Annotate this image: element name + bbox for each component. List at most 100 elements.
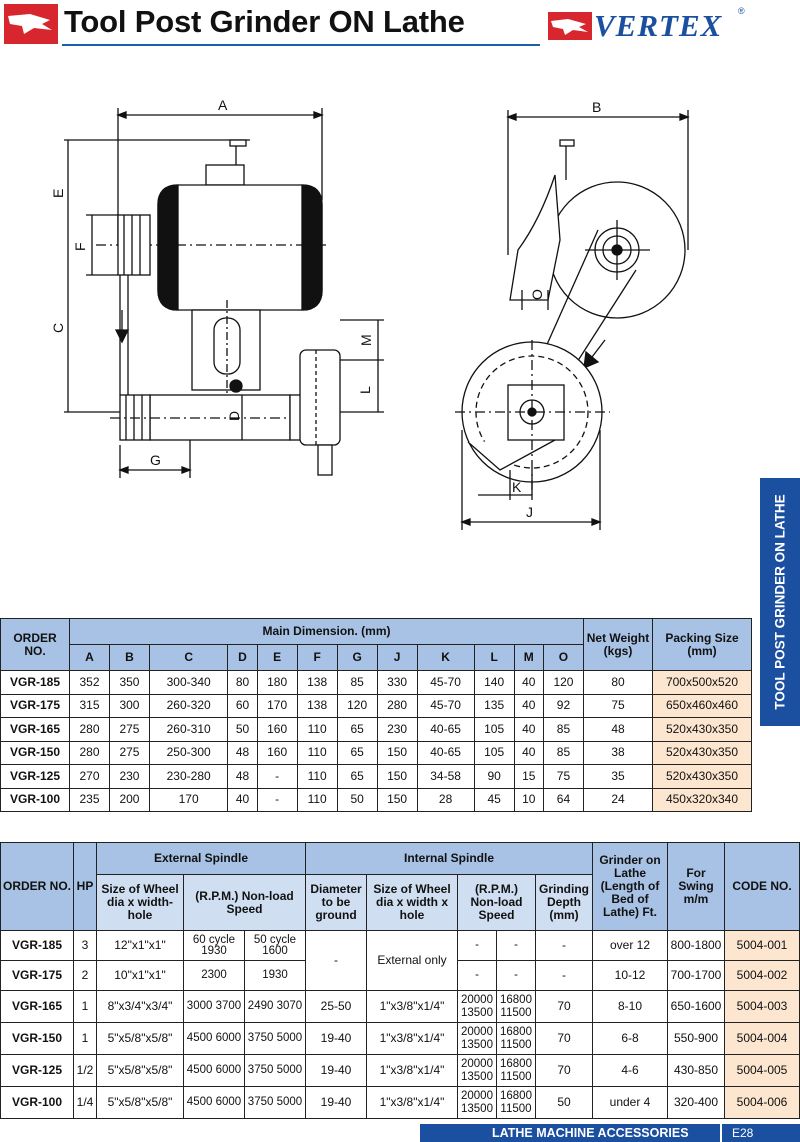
for-swing-cell: 550-900 [667,1022,725,1055]
int-rpm-1-cell: - [457,930,497,961]
ext-wheel-cell: 12"x1"x1" [96,930,184,961]
table-cell: 75 [542,764,585,789]
ext-rpm-60-cell: 4500 6000 [183,1054,245,1087]
svg-text:K: K [512,479,522,495]
hp-cell: 1 [73,1022,97,1055]
int-rpm-1-cell: 20000 13500 [457,990,497,1023]
col-g: G [336,644,378,671]
table-cell: 40 [513,717,544,742]
order-no-cell: VGR-100 [0,787,70,812]
packing-size-cell: 650x460x460 [652,693,752,718]
side-tab-label: TOOL POST GRINDER ON LATHE [772,494,788,710]
hp-cell: 1/4 [73,1086,97,1119]
int-rpm-1-cell: 20000 13500 [457,1086,497,1119]
table-cell: 330 [376,670,418,695]
hp-cell: 1/2 [73,1054,97,1087]
int-wheel-cell: 1"x3/8"x1/4" [366,990,458,1023]
order-no-cell: VGR-165 [0,990,74,1023]
table-cell: 280 [376,693,418,718]
table-cell: 40-65 [416,717,475,742]
int-rpm-1-cell: 20000 13500 [457,1022,497,1055]
header-int-diameter: Diameter to be ground [305,874,367,931]
svg-text:M: M [358,334,374,346]
packing-size-cell: 450x320x340 [652,787,752,812]
order-no-cell: VGR-175 [0,693,70,718]
svg-text:E: E [50,189,66,198]
table-cell: 85 [336,670,378,695]
table-cell: 150 [376,787,418,812]
dim-a-label: A [218,97,228,113]
table-cell: 85 [542,717,585,742]
order-no-cell: VGR-185 [0,930,74,961]
grinding-depth-cell: 70 [535,1054,593,1087]
grinding-depth-cell: - [535,960,593,991]
grinder-on-lathe-cell: 8-10 [592,990,668,1023]
ext-wheel-cell: 10"x1"x1" [96,960,184,991]
table-cell: 110 [296,717,338,742]
order-no-cell: VGR-150 [0,1022,74,1055]
grinding-depth-cell: 50 [535,1086,593,1119]
for-swing-cell: 430-850 [667,1054,725,1087]
int-wheel-cell: 1"x3/8"x1/4" [366,1054,458,1087]
table-cell: 65 [336,740,378,765]
grinder-on-lathe-cell: over 12 [592,930,668,961]
col-a: A [69,644,110,671]
ext-rpm-50-cell: 3750 5000 [243,1086,307,1119]
table-cell: - [256,787,298,812]
table-cell: 10 [513,787,544,812]
main-dimension-table: ORDER NO. Main Dimension. (mm) Net Weigh… [0,618,752,812]
code-no-cell: 5004-001 [724,930,800,961]
table-cell: 138 [296,693,338,718]
table-cell: 120 [542,670,585,695]
table-cell: 40 [513,693,544,718]
grinder-on-lathe-cell: 6-8 [592,1022,668,1055]
table-cell: 110 [296,764,338,789]
header-code-no: CODE NO. [724,842,800,931]
table-cell: 75 [583,693,653,718]
svg-text:D: D [226,411,242,421]
table-cell: 280 [69,717,110,742]
title-underline [62,44,540,46]
ext-rpm-60-cell: 4500 6000 [183,1086,245,1119]
int-wheel-cell: 1"x3/8"x1/4" [366,1022,458,1055]
brand-logo: VERTEX ® [548,6,745,43]
table-cell: 60 [227,693,258,718]
header-for-swing: For Swing m/m [667,842,725,931]
ext-rpm-50-cell: 3750 5000 [243,1022,307,1055]
int-wheel-cell: 1"x3/8"x1/4" [366,1086,458,1119]
header-int-rpm: (R.P.M.) Non-load Speed [457,874,536,931]
table-cell: 80 [583,670,653,695]
svg-text:J: J [526,504,533,520]
svg-text:L: L [357,386,373,394]
table-cell: 170 [148,787,229,812]
header-ext-wheel: Size of Wheel dia x width-hole [96,874,184,931]
table-cell: 45-70 [416,670,475,695]
table-cell: 45 [473,787,515,812]
cycle-50-label: 50 cycle [253,933,297,946]
order-no-cell: VGR-165 [0,717,70,742]
table-cell: 80 [227,670,258,695]
grinding-depth-cell: 70 [535,1022,593,1055]
header-grinder-on-lathe: Grinder on Lathe (Length of Bed of Lathe… [592,842,668,931]
for-swing-cell: 700-1700 [667,960,725,991]
svg-text:O: O [529,289,545,300]
table-cell: 180 [256,670,298,695]
col-k: K [416,644,475,671]
grinding-depth-cell: - [535,930,593,961]
table-cell: 50 [336,787,378,812]
header-order-no: ORDER NO. [0,618,70,671]
table-cell: 40-65 [416,740,475,765]
ext-rpm-50-cell: 1930 [243,960,307,991]
packing-size-cell: 520x430x350 [652,740,752,765]
table-cell: 105 [473,717,515,742]
table-cell: 260-310 [148,717,229,742]
ext-wheel-cell: 5"x5/8"x5/8" [96,1022,184,1055]
table-cell: 300 [108,693,150,718]
footer-page-number: E28 [732,1126,754,1140]
table-cell: 275 [108,717,150,742]
ext-wheel-cell: 5"x5/8"x5/8" [96,1086,184,1119]
